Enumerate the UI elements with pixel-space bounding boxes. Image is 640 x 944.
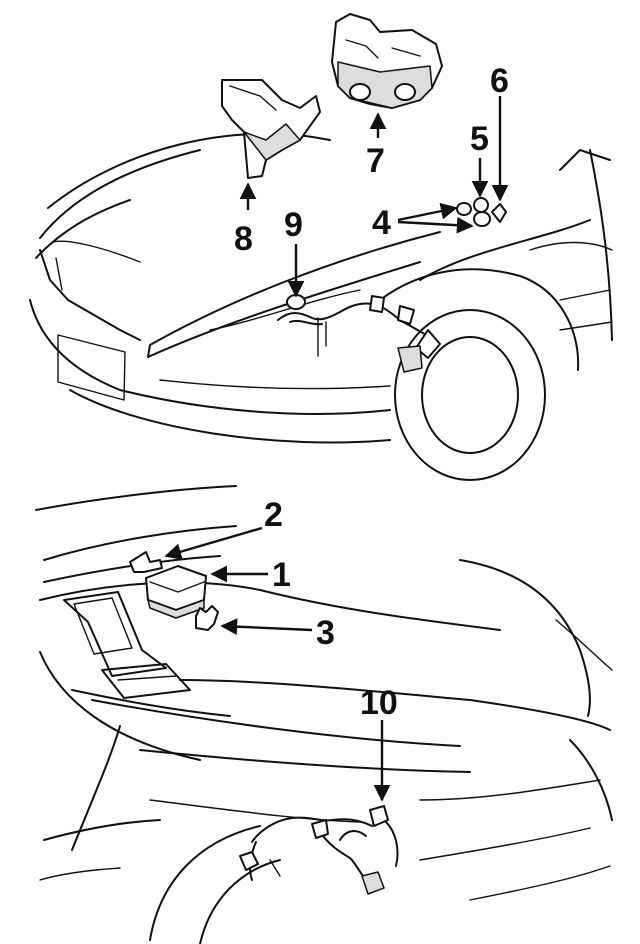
part-4-5-6-grommets xyxy=(456,197,507,227)
callout-3: 3 xyxy=(316,614,335,652)
leader-lines xyxy=(164,96,509,802)
part-8-bracket xyxy=(221,79,321,179)
callout-10: 10 xyxy=(360,684,398,722)
part-9-front-sensor-wire xyxy=(277,294,441,373)
car-rear-illustration xyxy=(39,699,613,944)
callout-6: 6 xyxy=(490,62,509,100)
callout-labels: 8 7 9 4 5 6 2 1 3 10 xyxy=(234,62,509,722)
callout-8: 8 xyxy=(234,220,253,258)
callout-5: 5 xyxy=(470,120,489,158)
callout-4: 4 xyxy=(372,204,391,242)
callout-7: 7 xyxy=(366,142,385,180)
callout-2: 2 xyxy=(264,496,283,534)
part-3-bracket xyxy=(195,605,219,631)
car-front-illustration xyxy=(29,132,613,481)
part-1-abs-computer xyxy=(145,565,207,619)
callout-9: 9 xyxy=(284,206,303,244)
part-10-rear-sensor-wire xyxy=(239,805,399,895)
part-2-bracket xyxy=(129,551,163,573)
callout-1: 1 xyxy=(272,556,291,594)
interior-console-illustration xyxy=(35,485,613,761)
part-7-abs-actuator xyxy=(331,13,443,109)
